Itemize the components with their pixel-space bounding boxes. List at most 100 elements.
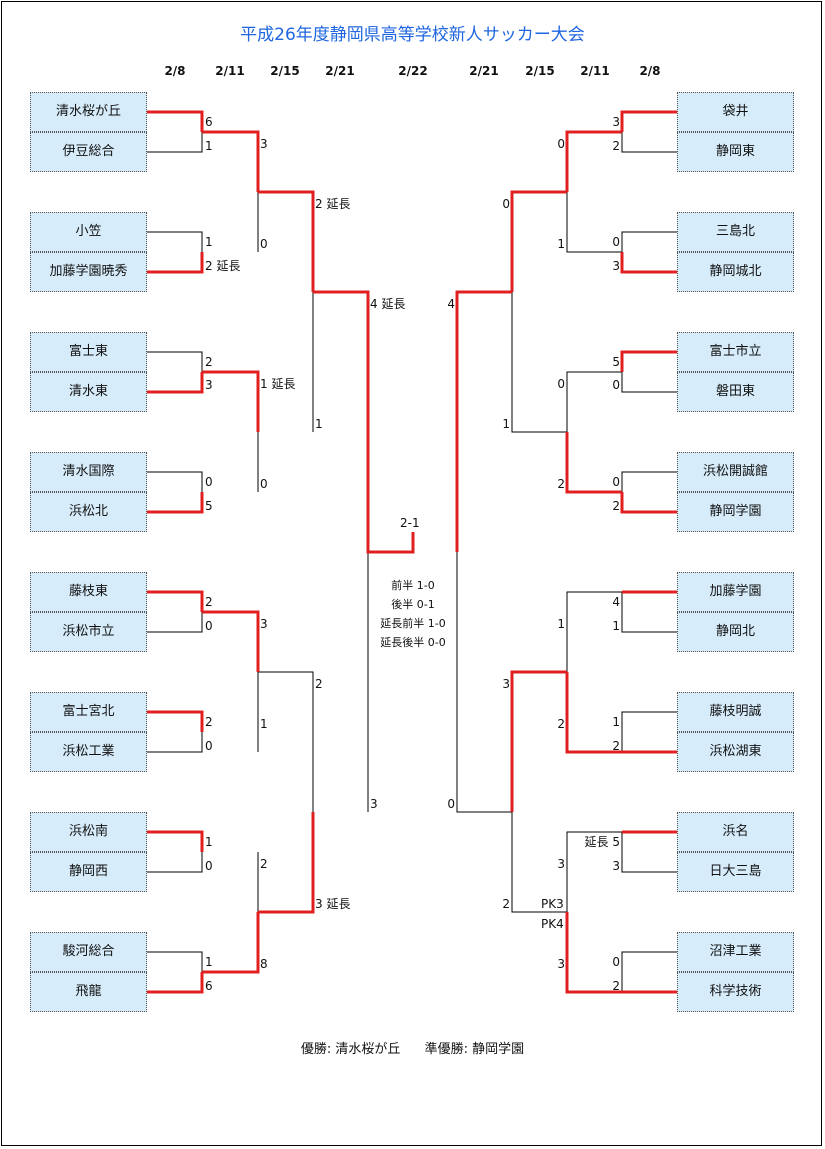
score-label: 0 [612,378,620,392]
line [147,612,203,633]
line [258,671,314,812]
line [621,372,677,393]
score-label: 2 [612,739,620,753]
line [621,132,677,153]
line [621,471,677,492]
score-label: 6 [205,115,213,129]
line [565,432,622,494]
score-label: 1 [612,619,620,633]
date-right-r1: 2/8 [639,64,661,78]
date-left-r1: 2/8 [164,64,186,78]
date-final: 2/22 [398,64,428,78]
score-label: 2 [205,595,213,609]
final-note: 前半 1-0 [391,579,435,592]
line [147,492,204,514]
line [566,831,622,912]
line [313,290,415,554]
score-label: 1 [502,417,510,431]
line [620,110,677,132]
score-label: 0 [612,475,620,489]
team-right-5: 富士市立 [677,332,794,372]
line [455,290,512,552]
team-right-10: 静岡北 [677,612,794,652]
score-label: 5 [612,355,620,369]
tournament-result: 優勝: 清水桜が丘 準優勝: 静岡学園 [0,1038,825,1057]
final-note: 延長前半 1-0 [380,617,446,630]
line [620,492,677,514]
line [202,912,260,974]
date-right-r3: 2/15 [525,64,555,78]
score-label: 3 [612,115,620,129]
score-label: 3 [260,617,268,631]
team-right-15: 沼津工業 [677,932,794,972]
final-score: 2-1 [400,516,420,530]
team-right-13: 浜名 [677,812,794,852]
score-label: 1 [557,237,565,251]
score-label: 0 [205,475,213,489]
line [147,951,203,972]
team-left-2: 伊豆総合 [30,132,147,172]
score-label: 1 [205,835,213,849]
score-label: 0 [502,197,510,211]
line [147,110,204,132]
score-label: 2 [315,677,323,691]
score-label: 2 [502,897,510,911]
score-label: 0 [205,859,213,873]
score-label: 1 [315,417,323,431]
team-right-9: 加藤学園 [677,572,794,612]
score-label: 3 [557,957,565,971]
score-label: 0 [612,955,620,969]
score-label: 1 [612,715,620,729]
score-label: 0 [260,237,268,251]
line [147,852,203,873]
score-label: 2 [612,979,620,993]
line [621,711,677,752]
team-left-16: 飛龍 [30,972,147,1012]
line [510,670,567,812]
pk-label: PK3 [541,897,564,911]
line [147,252,204,274]
line [147,732,203,753]
pk-label: PK4 [541,917,564,931]
team-right-16: 科学技術 [677,972,794,1012]
team-left-13: 浜松南 [30,812,147,852]
score-label: 2 [205,715,213,729]
score-label: 8 [260,957,268,971]
score-label: 3 [205,378,213,392]
team-left-1: 清水桜が丘 [30,92,147,132]
team-right-4: 静岡城北 [677,252,794,292]
line [510,190,567,292]
team-left-7: 清水国際 [30,452,147,492]
line [147,830,204,852]
score-label: 1 [557,617,565,631]
line [565,130,622,192]
team-left-4: 加藤学園暁秀 [30,252,147,292]
line [566,192,622,253]
line [621,951,677,992]
score-label: 0 [205,619,213,633]
score-label: 4 [612,595,620,609]
score-label: 0 [612,235,620,249]
line [566,591,622,672]
line [565,912,622,994]
team-left-9: 藤枝東 [30,572,147,612]
date-left-r2: 2/11 [215,64,245,78]
score-label: 1 [260,717,268,731]
team-left-6: 清水東 [30,372,147,412]
line [202,130,260,192]
score-label: 0 [260,477,268,491]
line [621,592,677,633]
team-left-10: 浜松市立 [30,612,147,652]
line [202,610,260,672]
score-label: 5 [205,499,213,513]
team-right-8: 静岡学園 [677,492,794,532]
score-label: 0 [205,739,213,753]
final-notes: 前半 1-0 後半 0-1 延長前半 1-0 延長後半 0-0 [360,576,466,652]
score-label: 3 [260,137,268,151]
line [621,231,677,252]
score-label: 3 [370,797,378,811]
score-label: 0 [557,377,565,391]
team-right-2: 静岡東 [677,132,794,172]
score-label: 2 [557,717,565,731]
